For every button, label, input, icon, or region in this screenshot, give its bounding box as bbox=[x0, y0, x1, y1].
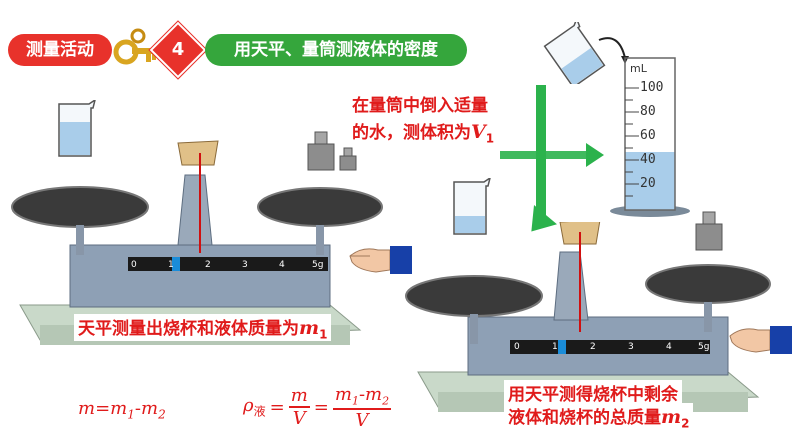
beaker-icon bbox=[543, 22, 606, 84]
step-number: 4 bbox=[171, 39, 185, 60]
density-num2-b-sub: 2 bbox=[382, 394, 390, 408]
density-num2-b: m bbox=[365, 384, 383, 405]
density-eq1: = bbox=[269, 396, 285, 418]
density-num2-a-sub: 1 bbox=[351, 394, 359, 408]
mass-formula: m=m1-m2 bbox=[78, 398, 166, 422]
cylinder-tick-40: 40 bbox=[640, 152, 656, 167]
right-scale-tick-2: 2 bbox=[590, 342, 596, 352]
page-title: 用天平、量筒测液体的密度 bbox=[205, 34, 467, 66]
density-num1: m bbox=[288, 385, 310, 409]
left-scale-tick-0: 0 bbox=[131, 260, 137, 270]
density-den2: V bbox=[355, 409, 369, 431]
left-caption: 天平测量出烧杯和液体质量为m1 bbox=[74, 314, 332, 342]
right-scale-tick-5: 5g bbox=[698, 342, 710, 352]
activity-badge: 测量活动 bbox=[8, 34, 112, 66]
left-scale-tick-3: 3 bbox=[242, 260, 248, 270]
density-eq2: = bbox=[313, 396, 329, 418]
right-scale-tick-1: 1 bbox=[552, 342, 558, 352]
right-scale-tick-4: 4 bbox=[666, 342, 672, 352]
density-formula: ρ液 = m V = m1-m2 V bbox=[243, 384, 392, 431]
cylinder-unit: mL bbox=[630, 62, 647, 75]
density-den1: V bbox=[292, 408, 306, 430]
step1-var: V bbox=[471, 121, 486, 143]
mass-minus: - bbox=[134, 398, 141, 419]
step1-line2-prefix: 的水，测体积为 bbox=[352, 123, 471, 143]
cylinder-tick-100: 100 bbox=[640, 80, 664, 95]
right-caption-line1: 用天平测得烧杯中剩余 bbox=[504, 380, 682, 405]
step1-line1: 在量筒中倒入适量 bbox=[352, 96, 488, 116]
density-frac1: m V bbox=[288, 385, 310, 430]
mass-m1: m bbox=[110, 398, 128, 419]
density-num2-minus: - bbox=[358, 384, 366, 405]
density-rho-sub: 液 bbox=[253, 404, 266, 419]
weight-icon bbox=[695, 211, 723, 251]
right-caption-var: m bbox=[661, 406, 682, 428]
left-caption-var: m bbox=[299, 317, 320, 339]
right-caption-line2: 液体和烧杯的总质量m2 bbox=[504, 403, 694, 431]
density-num2: m1-m2 bbox=[332, 384, 392, 410]
left-scale-tick-5: 5g bbox=[312, 260, 324, 270]
key-icon bbox=[113, 28, 156, 65]
density-num2-a: m bbox=[334, 384, 352, 405]
left-scale-tick-1: 1 bbox=[168, 260, 174, 270]
hand-icon bbox=[729, 326, 792, 354]
mass-lhs: m bbox=[78, 398, 96, 419]
step1-sub: 1 bbox=[485, 131, 495, 146]
right-scale-tick-0: 0 bbox=[514, 342, 520, 352]
hand-icon bbox=[349, 246, 412, 274]
mass-eq: = bbox=[95, 398, 111, 419]
weight-icon bbox=[307, 131, 357, 171]
green-arrows bbox=[500, 85, 604, 232]
mass-sub1: 1 bbox=[127, 407, 135, 422]
mass-m2: m bbox=[140, 398, 159, 419]
density-frac2: m1-m2 V bbox=[332, 384, 392, 431]
beaker-icon bbox=[453, 178, 491, 235]
left-scale-tick-2: 2 bbox=[205, 260, 211, 270]
step1-line2: 的水，测体积为V1 bbox=[352, 118, 494, 145]
cylinder-tick-60: 60 bbox=[640, 128, 656, 143]
left-caption-sub: 1 bbox=[319, 327, 328, 342]
cylinder-tick-80: 80 bbox=[640, 104, 656, 119]
density-rho: ρ bbox=[243, 395, 254, 416]
graduated-cylinder bbox=[610, 57, 690, 217]
left-scale-tick-4: 4 bbox=[279, 260, 285, 270]
cylinder-tick-20: 20 bbox=[640, 176, 656, 191]
right-scale-tick-3: 3 bbox=[628, 342, 634, 352]
right-caption-text: 液体和烧杯的总质量 bbox=[508, 408, 661, 428]
beaker-icon bbox=[58, 100, 96, 157]
left-caption-text: 天平测量出烧杯和液体质量为 bbox=[78, 319, 299, 339]
right-caption-sub: 2 bbox=[681, 416, 690, 431]
mass-sub2: 2 bbox=[158, 407, 166, 422]
